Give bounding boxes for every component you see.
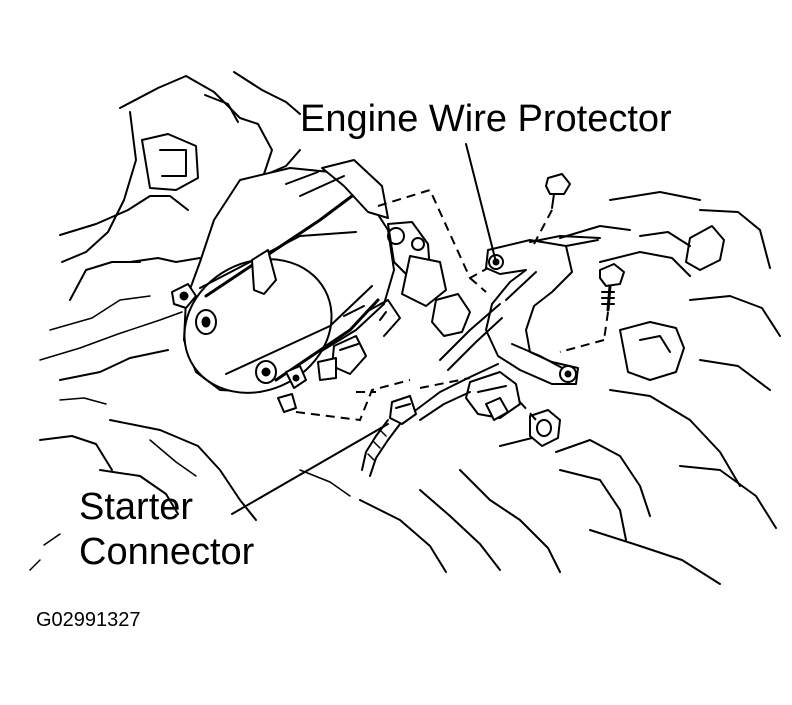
starter-connector-label-line2: Connector (79, 531, 255, 573)
engine-wire-protector (485, 235, 601, 385)
starter-motor (171, 159, 447, 413)
wire-harness (415, 293, 503, 421)
figure-id: G02991327 (36, 609, 141, 631)
starter-connector-label-line1: Starter (79, 486, 194, 528)
engine-wire-protector-label: Engine Wire Protector (300, 98, 672, 140)
engine-block-outline (29, 71, 301, 571)
bolt-right (559, 263, 625, 353)
wire-connector-clip (465, 371, 521, 421)
leader-lines (231, 143, 497, 515)
bolt-top (533, 173, 571, 245)
dashed-guide-lines (295, 188, 537, 422)
starter-connector-plug (361, 395, 417, 477)
nut (529, 409, 561, 447)
